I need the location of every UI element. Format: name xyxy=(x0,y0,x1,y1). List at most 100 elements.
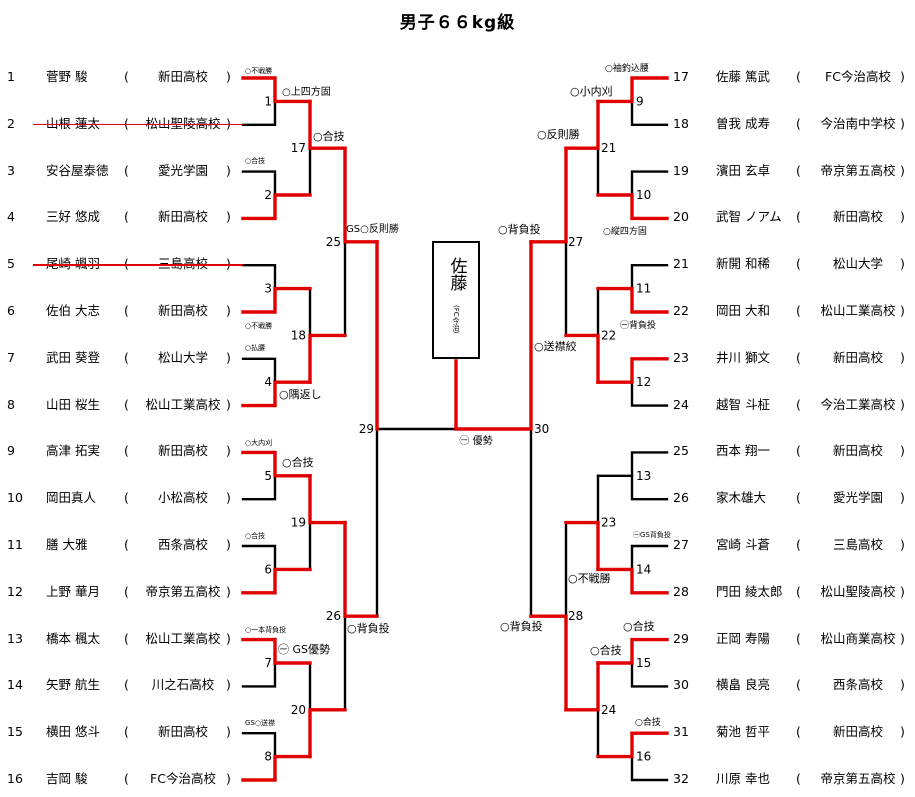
player-name: 武田 葵登 xyxy=(46,349,100,365)
entry-number: 20 xyxy=(673,209,689,225)
entry-number: 11 xyxy=(7,537,23,552)
paren-open: ( xyxy=(124,115,129,133)
result-label: ㊀GS背負投 xyxy=(633,530,671,539)
entry-number: 22 xyxy=(673,303,689,318)
school-name: 帝京第五高校 xyxy=(145,583,221,599)
school-name: 三島高校 xyxy=(142,255,224,273)
bracket-line xyxy=(564,99,600,150)
school-name: 帝京第五高校 xyxy=(820,162,896,178)
school-name: 松山工業高校 xyxy=(820,303,896,318)
withdrawn-strike xyxy=(33,264,243,266)
paren-open: ( xyxy=(796,677,801,693)
paren-close: ) xyxy=(900,396,905,412)
match-number: 24 xyxy=(601,703,616,717)
champion-name: 佐藤 xyxy=(446,257,467,291)
school-name: 新田高校 xyxy=(157,724,208,740)
entry-number: 6 xyxy=(7,303,15,318)
paren-open: ( xyxy=(124,677,129,693)
paren-close: ) xyxy=(226,396,231,412)
bracket-line xyxy=(630,264,669,290)
entry-number: 14 xyxy=(7,677,23,693)
entry-number: 18 xyxy=(673,115,689,131)
bracket-line xyxy=(241,754,312,782)
bracket-line xyxy=(308,99,347,150)
result-label: ○合技 xyxy=(635,716,661,728)
bracket-line xyxy=(564,520,600,572)
paren-open: ( xyxy=(124,349,129,365)
paren-open: ( xyxy=(796,490,801,506)
paren-open: ( xyxy=(796,349,801,365)
paren-close: ) xyxy=(900,209,905,225)
bracket-line xyxy=(241,567,312,595)
paren-open: ( xyxy=(124,209,129,225)
player-name: 武智 ノアム xyxy=(716,209,782,225)
paren-open: ( xyxy=(124,162,129,178)
paren-close: ) xyxy=(226,677,231,693)
player-name: 山田 桜生 xyxy=(46,396,100,412)
entry-row: 2山根 蓮太(松山聖陵高校) xyxy=(0,115,245,133)
result-label: ㊀背負投 xyxy=(620,319,656,331)
result-label: ○合技 xyxy=(623,619,655,633)
player-name: 高津 拓実 xyxy=(46,443,100,459)
bracket-line xyxy=(241,264,277,290)
paren-open: ( xyxy=(124,490,129,506)
player-name: 西本 翔一 xyxy=(716,443,770,459)
paren-close: ) xyxy=(900,724,905,740)
champion-box: 佐藤 (FC今治) xyxy=(432,241,480,359)
paren-close: ) xyxy=(226,255,231,273)
school-name: 愛光学園 xyxy=(157,162,208,178)
result-label: ○合技 xyxy=(245,156,265,165)
paren-close: ) xyxy=(900,583,905,599)
entry-number: 10 xyxy=(7,490,23,506)
bracket-line xyxy=(529,146,568,244)
bracket-line xyxy=(241,193,312,221)
paren-close: ) xyxy=(226,303,231,318)
school-name: 帝京第五高校 xyxy=(820,771,896,786)
paren-open: ( xyxy=(796,443,801,459)
match-number: 27 xyxy=(568,235,583,249)
paren-close: ) xyxy=(900,256,905,272)
paren-open: ( xyxy=(796,303,801,318)
player-name: 矢野 航生 xyxy=(46,677,100,693)
paren-close: ) xyxy=(226,771,231,786)
match-number: 10 xyxy=(636,188,651,202)
bracket-line xyxy=(308,708,347,759)
school-name: FC今治高校 xyxy=(825,69,891,84)
school-name: 三島高校 xyxy=(832,537,883,552)
bracket-line xyxy=(241,100,277,127)
bracket-line xyxy=(630,100,669,127)
result-label: GS○反則勝 xyxy=(346,222,399,235)
result-label: ○合技 xyxy=(245,531,265,540)
bracket-line xyxy=(630,544,669,571)
entry-number: 27 xyxy=(673,537,689,552)
paren-close: ) xyxy=(900,490,905,506)
match-number: 6 xyxy=(264,562,272,576)
paren-close: ) xyxy=(226,630,231,646)
paren-open: ( xyxy=(796,630,801,646)
result-label: ○反則勝 xyxy=(537,127,580,141)
result-label: ㊀ GS優勢 xyxy=(278,642,330,656)
entry-number: 7 xyxy=(7,349,15,365)
player-name: 門田 綾太郎 xyxy=(716,583,783,599)
paren-open: ( xyxy=(124,771,129,786)
bracket-line xyxy=(241,286,312,314)
result-label: ○背負投 xyxy=(500,619,543,633)
match-number: 8 xyxy=(264,750,272,764)
entry-row: 5尾崎 颯羽(三島高校) xyxy=(0,255,245,273)
entry-number: 24 xyxy=(673,396,689,412)
player-name: 吉岡 駿 xyxy=(46,771,88,786)
player-name: 川原 幸也 xyxy=(716,771,770,786)
school-name: 西条高校 xyxy=(157,537,208,552)
paren-close: ) xyxy=(900,162,905,178)
paren-close: ) xyxy=(900,69,905,84)
paren-close: ) xyxy=(226,490,231,506)
